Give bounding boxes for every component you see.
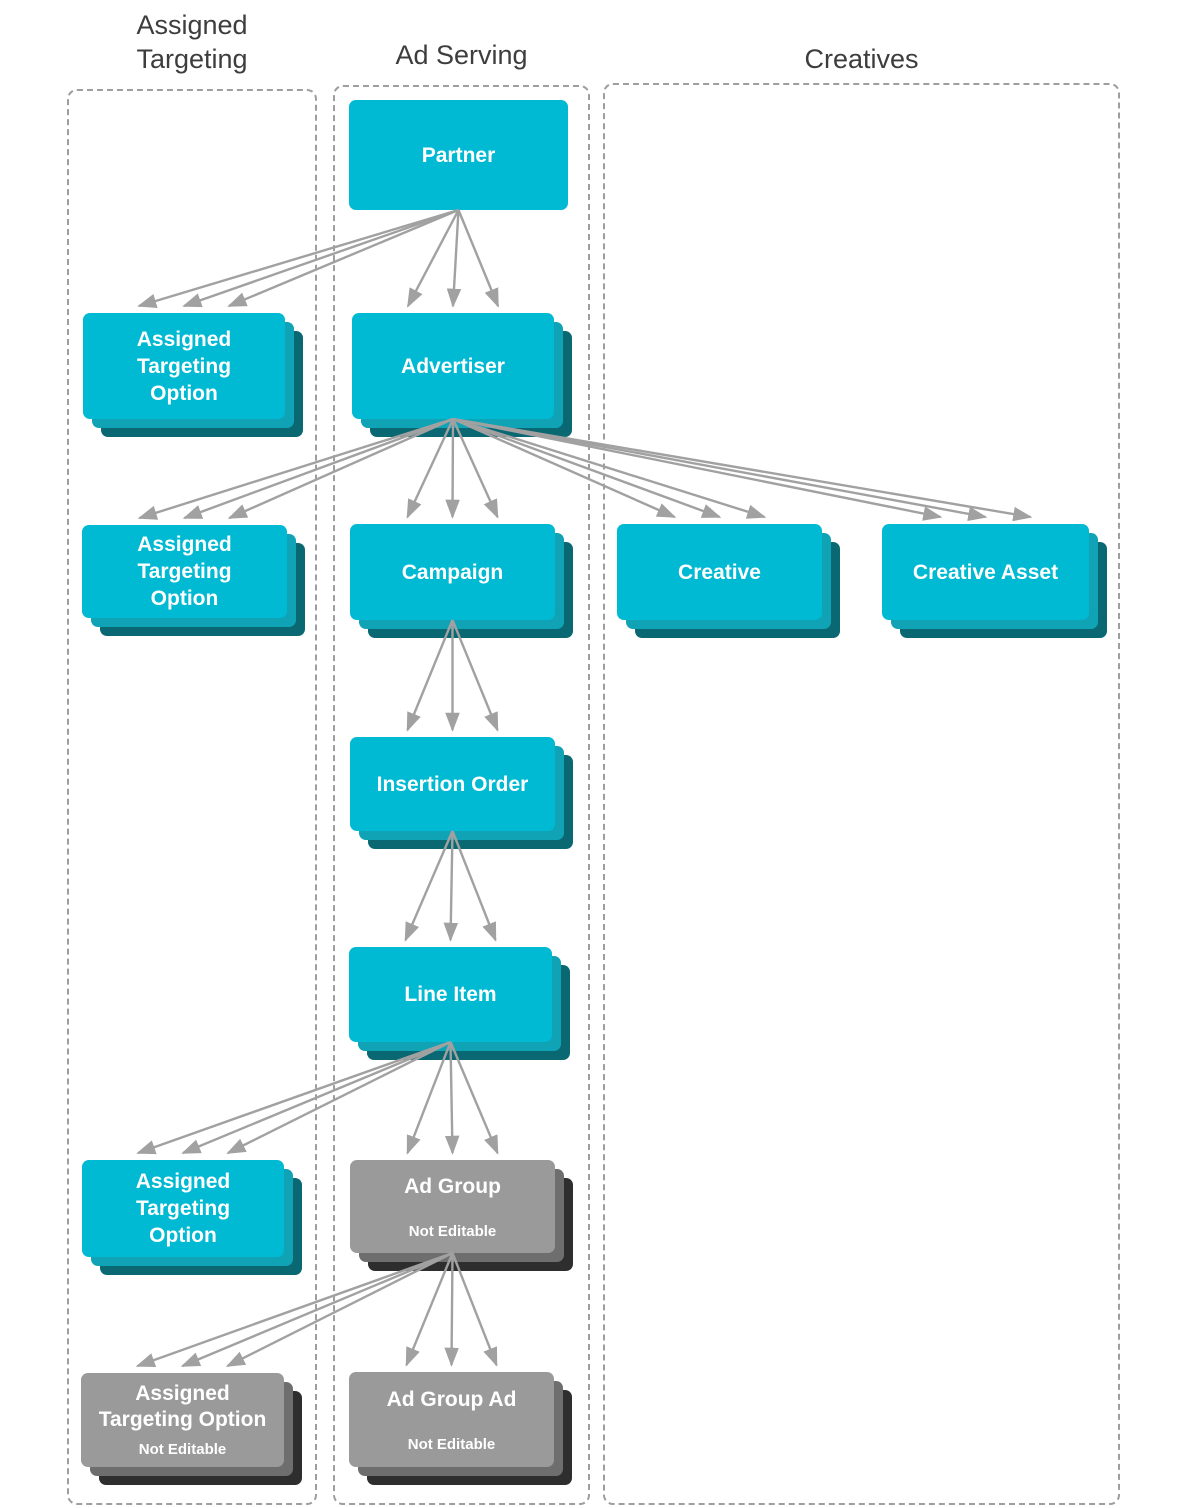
node-ad-group-ad-sublabel: Not Editable <box>407 1435 496 1453</box>
node-campaign: Campaign <box>350 524 555 620</box>
node-assigned-targeting-option-line-item: Assigned Targeting Option <box>82 1160 284 1257</box>
node-creative-asset: Creative Asset <box>882 524 1089 620</box>
node-ad-group: Ad Group Not Editable <box>350 1160 555 1253</box>
assigned-targeting-column-border <box>67 89 317 1505</box>
node-assigned-targeting-option-label: Assigned Targeting Option <box>135 1170 231 1247</box>
column-title-creatives: Creatives <box>804 44 919 74</box>
node-creative: Creative <box>617 524 822 620</box>
node-assigned-targeting-option-label: Assigned Targeting Option <box>136 327 232 405</box>
node-creative-asset-label: Creative Asset <box>912 560 1059 584</box>
node-campaign-label: Campaign <box>401 560 504 584</box>
node-line-item-label: Line Item <box>404 983 497 1006</box>
node-advertiser: Advertiser <box>352 313 554 419</box>
node-ad-group-sublabel: Not Editable <box>408 1222 497 1240</box>
node-assigned-targeting-option-partner: Assigned Targeting Option <box>83 313 285 419</box>
node-line-item: Line Item <box>349 947 552 1042</box>
node-ad-group-label: Ad Group <box>404 1174 501 1198</box>
node-assigned-targeting-option-label: Assigned Targeting Option <box>137 533 232 610</box>
node-advertiser-label: Advertiser <box>401 354 505 378</box>
node-insertion-order: Insertion Order <box>350 737 555 831</box>
creatives-column-border <box>603 83 1120 1505</box>
node-assigned-targeting-option-label: Assigned Targeting Option <box>98 1382 267 1431</box>
node-ad-group-ad-label: Ad Group Ad <box>386 1387 517 1411</box>
node-assigned-targeting-option-sublabel: Not Editable <box>138 1441 227 1458</box>
ad-serving-column-border <box>333 85 590 1505</box>
node-partner: Partner <box>349 100 568 210</box>
node-assigned-targeting-option-ad-group: Assigned Targeting Option Not Editable <box>81 1373 284 1467</box>
node-partner-label: Partner <box>421 143 496 167</box>
node-assigned-targeting-option-advertiser: Assigned Targeting Option <box>82 525 287 618</box>
column-title-ad-serving: Ad Serving <box>395 40 528 70</box>
node-ad-group-ad: Ad Group Ad Not Editable <box>349 1372 554 1467</box>
column-title-assigned-targeting: Assigned Targeting <box>136 10 248 74</box>
node-creative-label: Creative <box>678 560 761 584</box>
node-insertion-order-label: Insertion Order <box>376 772 529 796</box>
